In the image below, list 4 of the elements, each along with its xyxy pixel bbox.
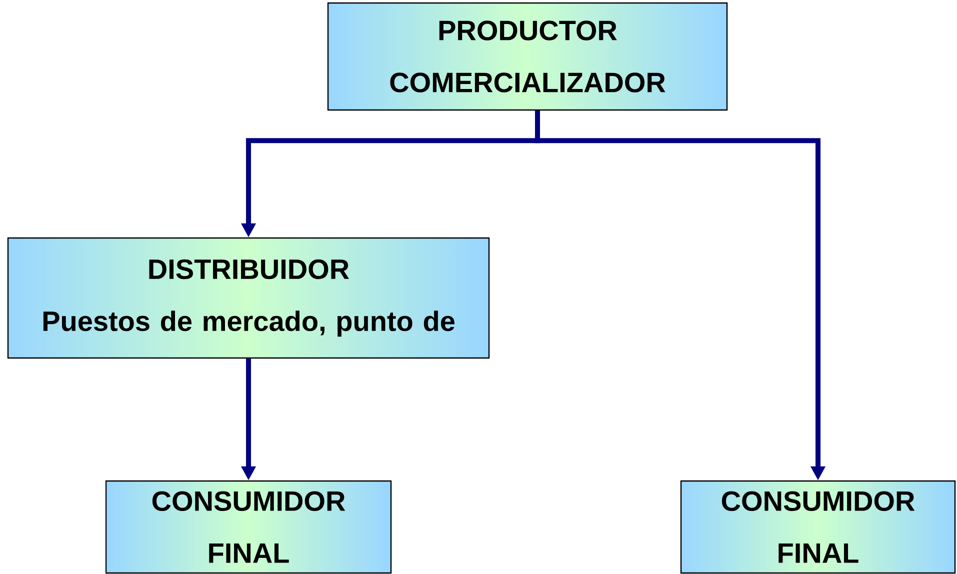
process-box: DISTRIBUIDOR Puestos de mercado, punto de: [7, 237, 490, 359]
process-box: CONSUMIDOR FINAL: [105, 480, 392, 574]
process-box: CONSUMIDOR FINAL: [680, 480, 956, 574]
process-box: PRODUCTOR COMERCIALIZADOR: [327, 2, 728, 111]
